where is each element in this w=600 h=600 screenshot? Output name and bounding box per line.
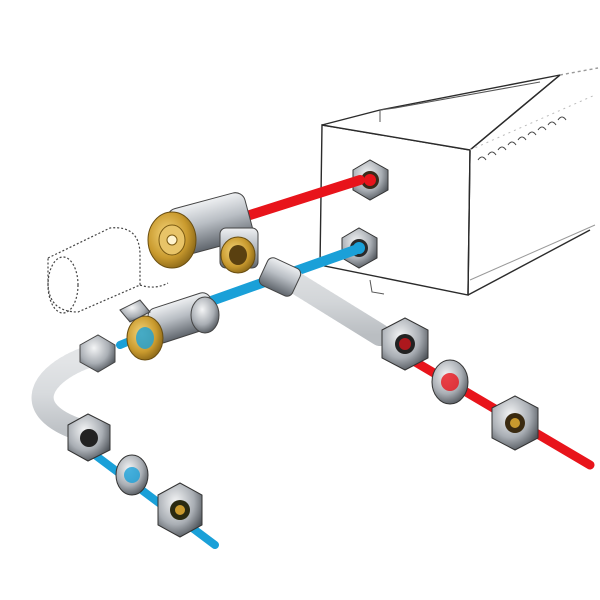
thermostatic-valve [147,192,259,274]
return-valve [119,292,220,361]
compression-fitting-cold-1 [67,413,111,462]
compression-fitting-cold-3 [157,482,203,538]
radiator-ribs [477,116,567,161]
compression-fitting-hot-1 [258,257,302,297]
compression-fitting-hot-3 [431,359,469,405]
radiator-port-hot [352,159,389,201]
compression-fitting-hot-2 [381,317,429,371]
compression-fitting-hot-4 [491,395,539,451]
pex-pipe-cold [31,347,96,441]
compression-fitting-cold-2 [115,454,149,496]
compression-fitting-cold-upper [79,334,116,373]
thermostat-head-outline [47,227,169,314]
